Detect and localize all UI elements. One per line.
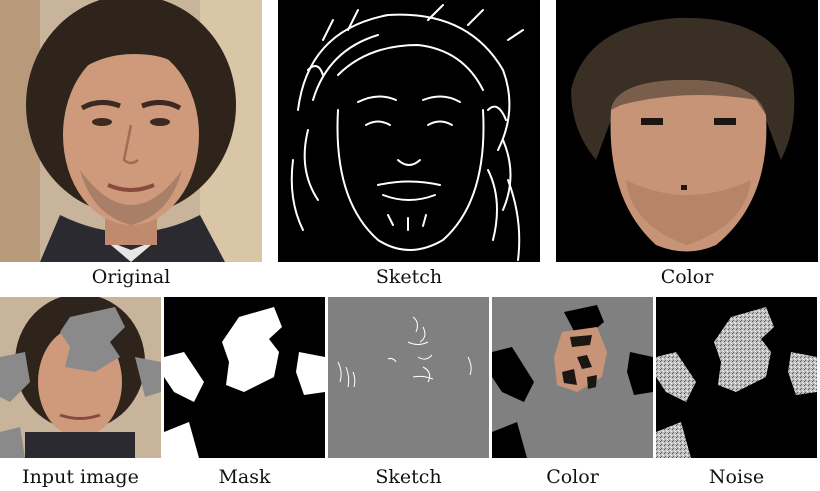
masked-color-image bbox=[492, 297, 653, 458]
original-caption: Original bbox=[91, 266, 171, 288]
masked-color-caption: Color bbox=[546, 466, 599, 488]
sparse-sketch-lines bbox=[328, 297, 489, 458]
mask-shapes bbox=[164, 297, 325, 458]
sparse-sketch-caption: Sketch bbox=[375, 466, 442, 488]
original-photo bbox=[0, 0, 262, 262]
masked-color-shapes bbox=[492, 297, 653, 458]
noise-image bbox=[656, 297, 817, 458]
input-image bbox=[0, 297, 161, 458]
color-map-image bbox=[556, 0, 818, 262]
sparse-sketch-image bbox=[328, 297, 489, 458]
input-masked-face bbox=[0, 297, 161, 458]
original-face-illustration bbox=[0, 0, 262, 262]
sketch-caption: Sketch bbox=[375, 266, 443, 288]
mask-caption: Mask bbox=[218, 466, 271, 488]
sketch-image bbox=[278, 0, 540, 262]
color-map-blocks bbox=[556, 0, 818, 262]
noise-caption: Noise bbox=[708, 466, 765, 488]
input-image-caption: Input image bbox=[22, 466, 139, 488]
mask-image bbox=[164, 297, 325, 458]
noise-shapes bbox=[656, 297, 817, 458]
color-caption-top: Color bbox=[660, 266, 714, 288]
sketch-edge-lines bbox=[278, 0, 540, 262]
